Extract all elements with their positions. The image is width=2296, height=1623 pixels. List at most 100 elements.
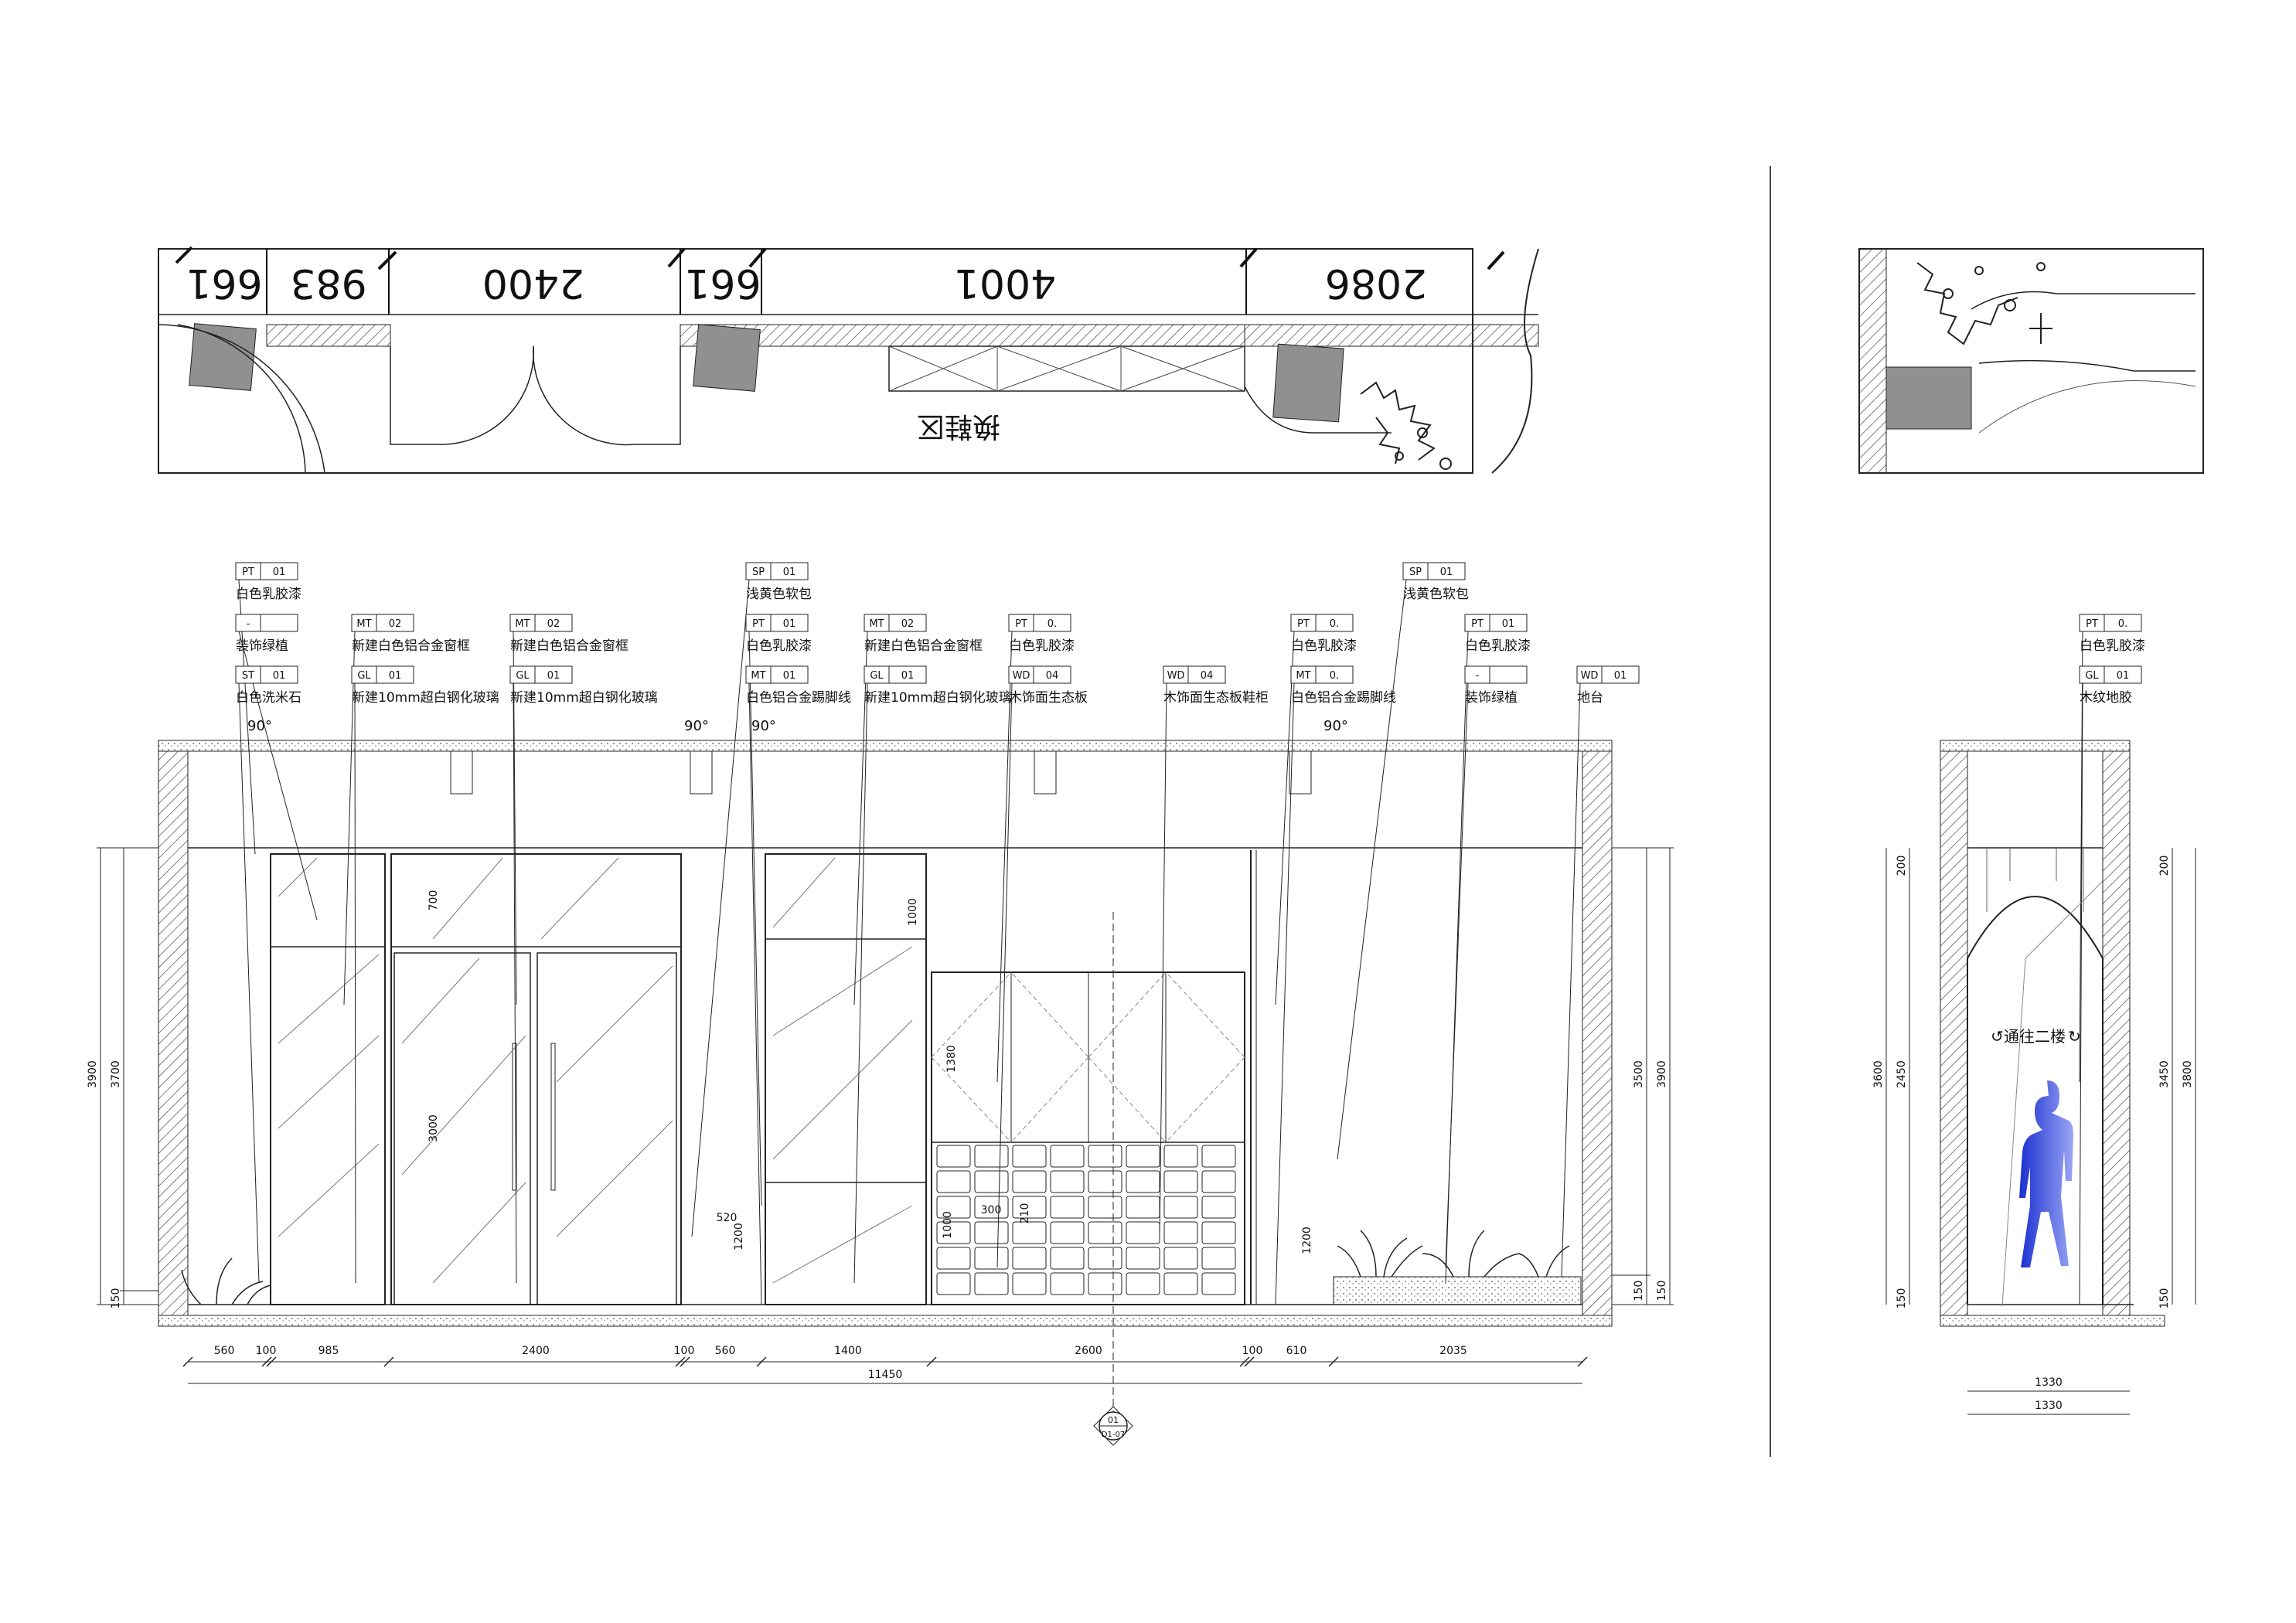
tag-number-box bbox=[534, 614, 573, 632]
inner-dim: 300 bbox=[981, 1204, 1002, 1216]
bottom-dim: 560 bbox=[214, 1345, 235, 1357]
shoe-cubby bbox=[1012, 1196, 1047, 1219]
tag-leader bbox=[1337, 579, 1407, 1160]
tag-number-box bbox=[2104, 614, 2142, 632]
tag-code: SP bbox=[752, 567, 765, 578]
tag-code: GL bbox=[2085, 670, 2099, 682]
shoe-cubby bbox=[1050, 1170, 1085, 1193]
shoe-cubby bbox=[1201, 1145, 1236, 1168]
tag-description: 新建白色铝合金窗框 bbox=[352, 638, 470, 654]
plan-column bbox=[189, 323, 257, 391]
shoe-cubby bbox=[936, 1247, 971, 1270]
tag-number: 01 bbox=[783, 670, 796, 682]
material-tag: MT 02 新建白色铝合金窗框 bbox=[509, 614, 629, 1005]
tag-number: 04 bbox=[1046, 670, 1059, 682]
plan-dim-3: 661 bbox=[684, 260, 761, 306]
arrow-icon: ↻ bbox=[2068, 1027, 2081, 1046]
inner-dim: 700 bbox=[428, 890, 440, 911]
tag-number: 01 bbox=[389, 670, 402, 682]
tag-description: 装饰绿植 bbox=[1465, 690, 1518, 706]
window-right bbox=[765, 853, 927, 1305]
plant-icon bbox=[1337, 1230, 1570, 1278]
shoe-cubby bbox=[936, 1145, 971, 1168]
tag-description: 地台 bbox=[1577, 690, 1603, 706]
door-handle bbox=[512, 1043, 517, 1191]
tag-description: 白色乳胶漆 bbox=[1465, 638, 1531, 654]
tag-number-box bbox=[1489, 665, 1528, 684]
bottom-dim: 100 bbox=[256, 1345, 277, 1357]
shoe-cubby bbox=[1163, 1145, 1198, 1168]
tag-description: 新建白色铝合金窗框 bbox=[510, 638, 629, 654]
tag-leader bbox=[2079, 631, 2083, 1083]
tag-number: 0. bbox=[1330, 670, 1339, 682]
bottom-dim: 560 bbox=[715, 1345, 736, 1357]
tag-code: WD bbox=[1167, 670, 1185, 682]
tag-description: 白色铝合金踢脚线 bbox=[746, 690, 851, 706]
shoe-cubby bbox=[1050, 1221, 1085, 1244]
left-height: 3700 bbox=[110, 1060, 122, 1088]
shoe-cubby bbox=[1163, 1170, 1198, 1193]
shoe-cubby bbox=[1126, 1170, 1160, 1193]
tag-number: 0. bbox=[1330, 618, 1339, 630]
inner-dim: 1000 bbox=[942, 1211, 954, 1239]
side-plan-plant bbox=[1916, 262, 2046, 345]
shoe-cubby bbox=[936, 1196, 971, 1219]
main-elevation: 01 D1-07 90° 90° 90° 90° 3900 3700 150 3… bbox=[87, 718, 1674, 1446]
shoe-cubby bbox=[1088, 1221, 1122, 1244]
shoe-cubby bbox=[936, 1170, 971, 1193]
right-height: 3900 bbox=[1656, 1060, 1668, 1088]
tag-number: 0. bbox=[1048, 618, 1057, 630]
tag-leader bbox=[354, 682, 356, 1284]
tag-leader bbox=[1275, 631, 1295, 1005]
shoe-cubby bbox=[1126, 1247, 1160, 1270]
angle-label: 90° bbox=[684, 718, 709, 734]
tag-description: 浅黄色软包 bbox=[1403, 587, 1469, 602]
shoe-cubby bbox=[974, 1170, 1009, 1193]
tag-leader bbox=[2079, 682, 2083, 1305]
shoe-cubby bbox=[974, 1221, 1009, 1244]
person-silhouette bbox=[2019, 1080, 2073, 1267]
tag-description: 白色乳胶漆 bbox=[2080, 638, 2145, 654]
side-dim: 150 bbox=[2158, 1288, 2171, 1309]
dimension-tick bbox=[680, 1356, 690, 1367]
tag-code: PT bbox=[2086, 618, 2098, 630]
tag-number: 02 bbox=[389, 618, 402, 630]
tag-code: SP bbox=[1409, 567, 1422, 578]
tag-number-box bbox=[770, 614, 809, 632]
bottom-dim: 1400 bbox=[834, 1345, 862, 1357]
tag-leader bbox=[996, 631, 1013, 1083]
tag-number: 01 bbox=[1502, 618, 1515, 630]
left-height: 150 bbox=[110, 1288, 122, 1309]
side-dim: 150 bbox=[1896, 1288, 1908, 1309]
shoe-cubby bbox=[1050, 1145, 1085, 1168]
tag-code: MT bbox=[515, 618, 530, 630]
shoe-cubby bbox=[974, 1145, 1009, 1168]
tag-number-box bbox=[888, 665, 927, 684]
tag-number: 01 bbox=[783, 567, 796, 578]
tag-description: 新建白色铝合金窗框 bbox=[864, 638, 983, 654]
plan-dim-5: 2086 bbox=[1325, 260, 1427, 306]
tag-number: 04 bbox=[1201, 670, 1214, 682]
dimension-tick bbox=[926, 1356, 937, 1367]
bottom-dim: 985 bbox=[319, 1345, 339, 1357]
shoe-cubby bbox=[1201, 1170, 1236, 1193]
tag-number: 02 bbox=[547, 618, 560, 630]
dimension-tick bbox=[1239, 1356, 1250, 1367]
tag-description: 白色乳胶漆 bbox=[236, 587, 301, 602]
tag-leader bbox=[996, 682, 1013, 1268]
dimension-ticks bbox=[182, 1356, 1588, 1367]
side-dim: 3600 bbox=[1872, 1060, 1885, 1088]
tag-code: MT bbox=[869, 618, 884, 630]
bottom-dim: 100 bbox=[674, 1345, 695, 1357]
tag-number: 01 bbox=[783, 618, 796, 630]
tag-description: 白色乳胶漆 bbox=[746, 638, 812, 654]
